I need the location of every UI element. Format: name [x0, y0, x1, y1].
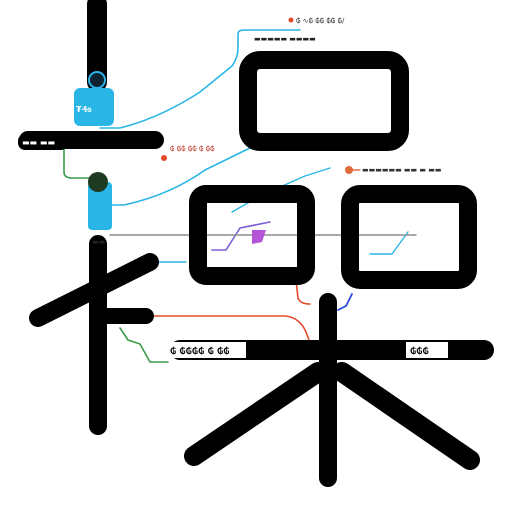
blue-route: [337, 293, 353, 311]
cyan-route-upper: [99, 29, 301, 129]
vertical-mark: ▬▬: [92, 238, 105, 246]
mid-left-caption: ₲ ₲₲ ₲₲ ₲ ₲₲: [170, 145, 215, 153]
left-pill-label: ▬▬ ▬▬: [22, 138, 55, 147]
cyan-route-window: [369, 231, 409, 255]
bottom-left-diagonal: [184, 362, 328, 466]
red-route-upper: [295, 279, 311, 305]
right-mid-caption: ▬▬▬▬▬▬ ▬▬ ▬ ▬▬: [362, 166, 441, 174]
bottom-left-caption-bg: [168, 342, 246, 358]
node-red-small: [161, 155, 167, 161]
cyan-badge-label: ₮₰ᵴ: [76, 105, 92, 114]
route-lines: [63, 29, 417, 363]
cyan-route-lower: [107, 139, 293, 206]
top-right-caption: ₲ ∿₲ ₲₲ ₲₲ ₲∕: [296, 17, 345, 25]
node-top-left: [88, 71, 106, 89]
left-window: [189, 185, 315, 285]
bottom-right-diagonal: [332, 362, 480, 470]
nodes: [88, 17, 353, 244]
red-route: [139, 315, 313, 349]
cyan-badge-middle: [88, 182, 112, 230]
node-orange: [345, 166, 353, 174]
green-route-upper: [63, 147, 93, 179]
node-green: [88, 172, 108, 192]
node-red-top: [288, 17, 294, 23]
left-diagonal: [29, 253, 159, 327]
bottom-left-caption: ₲ ₲₲₲₲ ₲ ₲₲: [170, 347, 230, 357]
captions: ₲ ∿₲ ₲₲ ₲₲ ₲∕ ▬▬▬▬▬ ▬▬▬▬ ₲ ₲₲ ₲₲ ₲ ₲₲ ▬▬…: [92, 17, 448, 358]
green-route-lower: [119, 327, 169, 363]
cyan-badges: ₮₰ᵴ: [74, 88, 114, 230]
right-window: [341, 185, 477, 289]
cyan-badge-top: [74, 88, 114, 126]
left-pill-shape: [18, 134, 68, 150]
node-magenta: [252, 230, 266, 244]
top-box-caption: ▬▬▬▬▬ ▬▬▬▬: [254, 35, 316, 43]
left-pill: ▬▬ ▬▬: [18, 134, 68, 150]
bottom-right-caption-bg: [406, 342, 448, 358]
bottom-right-caption: ₲₲₲: [410, 347, 429, 357]
purple-route: [211, 221, 271, 251]
top-box: [239, 51, 409, 151]
